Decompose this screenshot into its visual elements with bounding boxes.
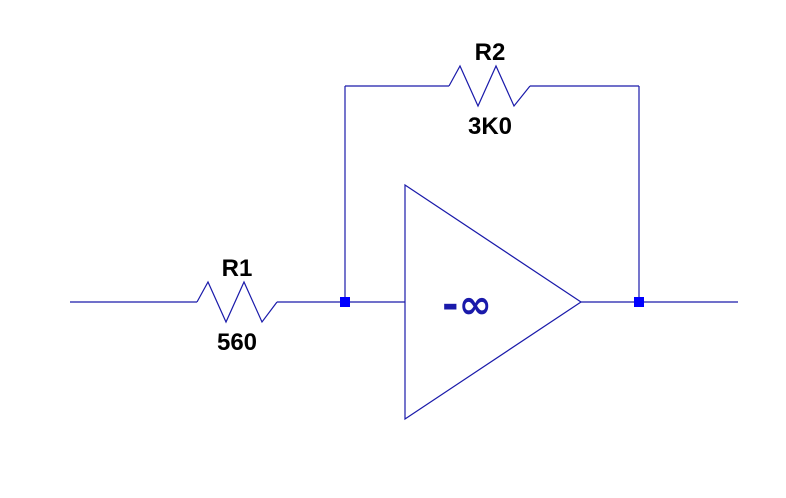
junction-output-node[interactable] <box>634 297 644 307</box>
r2-designator: R2 <box>475 39 506 66</box>
junction-input-node[interactable] <box>340 297 350 307</box>
r2-value: 3K0 <box>468 113 512 140</box>
opamp-triangle[interactable] <box>404 183 583 421</box>
r1-designator: R1 <box>222 255 253 282</box>
r1-value: 560 <box>217 329 257 356</box>
opamp-gain-symbol: -∞ <box>442 282 492 328</box>
resistor-r2[interactable] <box>448 64 531 108</box>
resistor-r1[interactable] <box>196 280 278 324</box>
